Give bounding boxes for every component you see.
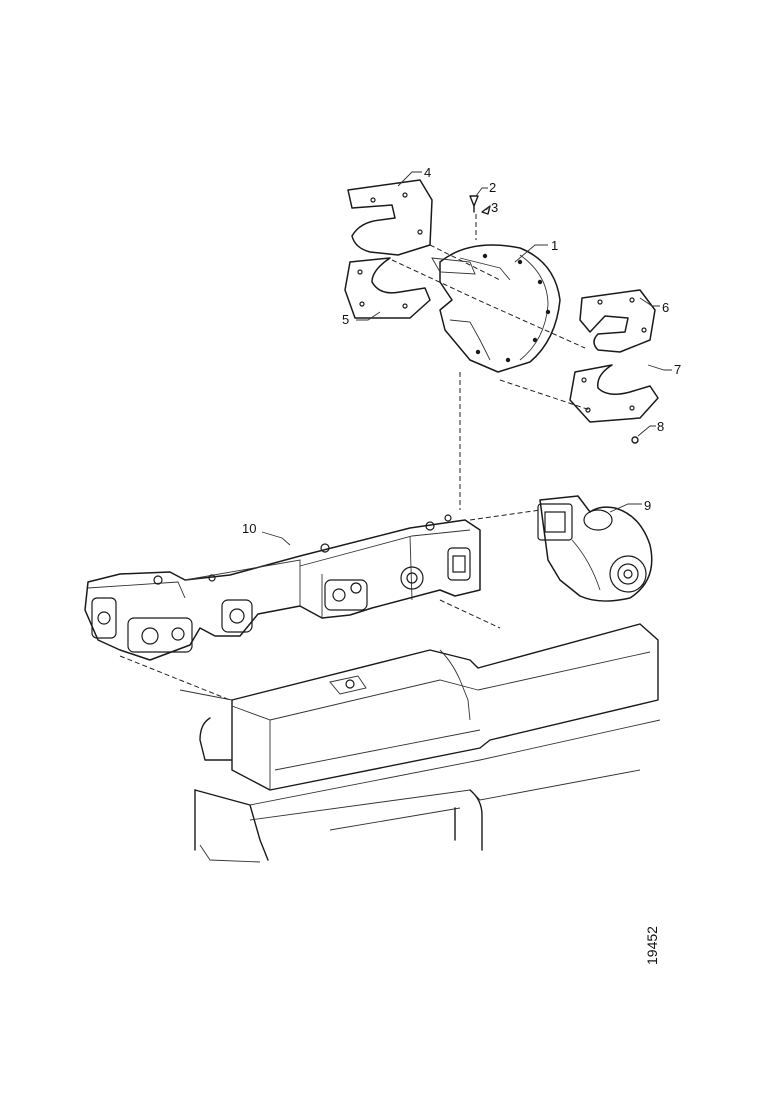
svg-text:2: 2 [489,180,496,195]
assembly-guide-lines [391,214,591,510]
callout-3: 3 [485,200,498,215]
svg-text:6: 6 [662,300,669,315]
svg-text:3: 3 [491,200,498,215]
svg-text:8: 8 [657,419,664,434]
heat-shield-upper-right [579,289,656,353]
svg-text:9: 9 [644,498,651,513]
heat-shield-upper-left [347,179,433,256]
callout-8: 8 [637,419,664,437]
callout-6: 6 [639,297,669,315]
heat-shield-lower-right [569,364,659,423]
svg-text:5: 5 [342,312,349,327]
svg-text:7: 7 [674,362,681,377]
manifold-block-guide-right [439,599,501,629]
svg-text:1: 1 [551,238,558,253]
exhaust-manifold [84,514,481,661]
turbo-cover [431,244,561,373]
svg-text:10: 10 [242,521,256,536]
callout-1: 1 [514,238,558,263]
callout-2: 2 [475,180,496,197]
fastener-bolt [469,195,479,213]
drawing-number-text: 19452 [644,926,660,965]
callout-10: 10 [242,521,291,546]
callout-4: 4 [397,165,431,187]
fastener-nut [631,436,639,444]
callout-9: 9 [609,498,651,513]
fastener-washer [481,205,491,215]
turbo-guide-line [469,509,541,521]
callout-5: 5 [342,311,381,327]
manifold-block-guide-left [119,655,231,701]
svg-text:4: 4 [424,165,431,180]
engine-block [179,623,661,863]
turbocharger [537,495,653,602]
drawing-number: 19452 [632,926,672,975]
heat-shield-lower-left [344,257,431,319]
callout-7: 7 [647,362,681,377]
